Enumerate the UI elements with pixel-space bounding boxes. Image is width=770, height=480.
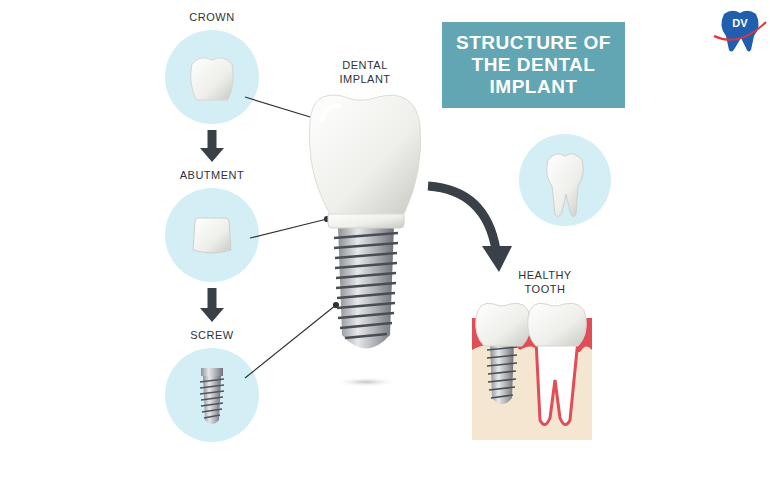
curved-arrow bbox=[428, 186, 512, 272]
main-implant bbox=[309, 95, 420, 348]
healthy-tooth-label: HEALTHY TOOTH bbox=[511, 268, 579, 296]
title-text: STRUCTURE OF THE DENTAL IMPLANT bbox=[454, 32, 613, 98]
screw-icon bbox=[200, 368, 224, 424]
part-label: CROWN bbox=[162, 10, 262, 24]
tooth-icon bbox=[547, 154, 584, 217]
part-node: CROWN bbox=[162, 10, 262, 124]
flow-arrow bbox=[200, 130, 224, 162]
part-label: ABUTMENT bbox=[162, 168, 262, 182]
flow-arrow bbox=[200, 288, 224, 322]
part-circle-area bbox=[165, 30, 259, 124]
implant-shadow bbox=[334, 377, 398, 387]
part-node: SCREW bbox=[162, 328, 262, 442]
jaw-section bbox=[472, 303, 592, 440]
part-node: ABUTMENT bbox=[162, 168, 262, 282]
abutment-icon bbox=[193, 218, 231, 253]
part-circle-area bbox=[165, 348, 259, 442]
implant-label: DENTAL IMPLANT bbox=[331, 58, 399, 86]
part-circle bbox=[165, 348, 259, 442]
part-circle bbox=[165, 30, 259, 124]
part-circle bbox=[165, 188, 259, 282]
logo-mark bbox=[714, 11, 766, 52]
part-label: SCREW bbox=[162, 328, 262, 342]
logo-text: DV bbox=[726, 16, 754, 30]
tooth-circle bbox=[519, 134, 611, 226]
part-circle-area bbox=[165, 188, 259, 282]
title-box: STRUCTURE OF THE DENTAL IMPLANT bbox=[442, 22, 625, 108]
crown-icon bbox=[191, 58, 234, 100]
